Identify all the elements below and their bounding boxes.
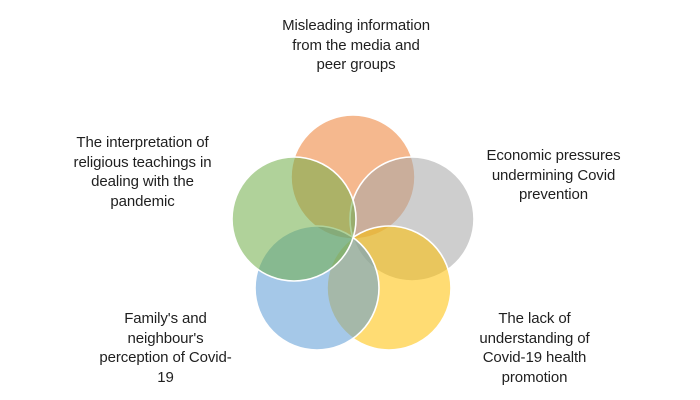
label-line: Covid-19 health [482, 349, 587, 366]
label-line: dealing with the [91, 173, 194, 190]
label-family-neighbour-perception: Family's and neighbour's perception of C… [83, 309, 248, 387]
label-line: 19 [157, 368, 174, 386]
label-line: Misleading information [282, 17, 430, 34]
venn-circle-religious-teachings [231, 156, 357, 282]
label-line: pandemic [110, 192, 175, 210]
label-line: prevention [518, 186, 589, 203]
label-line: The lack of [498, 310, 571, 327]
label-lack-of-understanding: The lack of understanding of Covid-19 he… [452, 309, 617, 387]
label-line: Economic pressures [486, 147, 621, 164]
label-line: The interpretation of [76, 134, 209, 151]
label-misleading-information: Misleading information from the media an… [246, 16, 466, 75]
label-line: peer groups [316, 56, 396, 73]
label-line: from the media and [292, 36, 420, 54]
label-line: promotion [501, 368, 568, 386]
label-religious-teachings: The interpretation of religious teaching… [50, 133, 235, 211]
label-line: Family's and [124, 310, 207, 327]
label-line: perception of Covid- [99, 349, 232, 366]
label-line: understanding of [479, 329, 590, 347]
label-economic-pressures: Economic pressures undermining Covid pre… [466, 146, 641, 205]
label-line: undermining Covid [491, 166, 616, 184]
label-line: religious teachings in [73, 153, 212, 171]
label-line: neighbour's [127, 329, 204, 347]
